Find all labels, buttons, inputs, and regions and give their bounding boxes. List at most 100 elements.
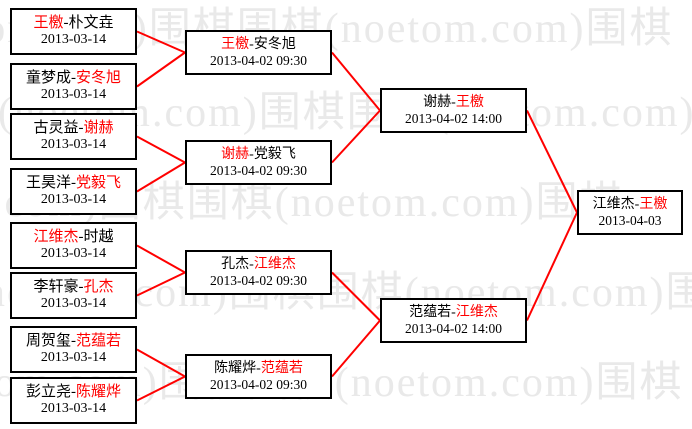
bracket-link xyxy=(136,348,186,378)
player-loser: 党毅飞 xyxy=(253,147,296,163)
bracket-link xyxy=(526,212,578,321)
match-players: 江维杰-时越 xyxy=(33,229,113,246)
player-loser: 李轩豪 xyxy=(33,279,79,296)
match-date: 2013-03-14 xyxy=(40,137,107,153)
match-players: 江维杰-王檄 xyxy=(593,197,668,213)
player-separator: - xyxy=(256,361,261,377)
player-winner: 江维杰 xyxy=(253,257,296,273)
match-date: 2013-04-02 14:00 xyxy=(404,110,503,126)
player-winner: 江维杰 xyxy=(455,305,498,321)
player-loser: 安冬旭 xyxy=(253,37,296,53)
match-date: 2013-03-14 xyxy=(40,32,107,48)
player-winner: 江维杰 xyxy=(33,229,79,246)
player-winner: 王檄 xyxy=(221,37,250,53)
match-date: 2013-04-03 xyxy=(598,212,662,228)
bracket-link xyxy=(526,110,578,213)
match-players: 周贺玺-范蕴若 xyxy=(26,333,121,350)
player-separator: - xyxy=(249,37,254,53)
player-winner: 范蕴若 xyxy=(76,333,122,350)
player-loser: 古灵益 xyxy=(33,120,79,137)
bracket-link xyxy=(136,51,186,88)
match-date: 2013-04-02 09:30 xyxy=(209,162,308,178)
match-date: 2013-04-02 09:30 xyxy=(209,52,308,68)
match-players: 陈耀烨-范蕴若 xyxy=(214,361,303,377)
player-loser: 王昊洋 xyxy=(25,175,71,192)
player-separator: - xyxy=(451,95,456,111)
match-date: 2013-03-14 xyxy=(40,401,107,417)
player-separator: - xyxy=(78,279,84,296)
player-separator: - xyxy=(71,384,76,401)
match-players: 古灵益-谢赫 xyxy=(33,120,113,137)
match-players: 孔杰-江维杰 xyxy=(221,257,296,273)
bracket-link xyxy=(331,51,381,112)
match-date: 2013-03-14 xyxy=(40,87,107,103)
player-separator: - xyxy=(634,197,640,213)
player-loser: 时越 xyxy=(83,229,114,246)
match-players: 王昊洋-党毅飞 xyxy=(26,175,121,192)
match-date: 2013-04-02 14:00 xyxy=(404,320,503,336)
player-winner: 王檄 xyxy=(33,15,64,32)
player-separator: - xyxy=(71,333,76,350)
match-players: 王檄-朴文垚 xyxy=(33,15,113,32)
player-loser: 陈耀烨 xyxy=(214,361,257,377)
match-date: 2013-03-14 xyxy=(40,350,107,366)
player-loser: 朴文垚 xyxy=(68,15,114,32)
player-winner: 王檄 xyxy=(455,95,484,111)
bracket-link xyxy=(136,271,186,297)
match-date: 2013-03-14 xyxy=(40,296,107,312)
player-separator: - xyxy=(451,305,456,321)
match-players: 彭立尧-陈耀烨 xyxy=(26,384,121,401)
bracket-link xyxy=(136,161,186,193)
player-winner: 安冬旭 xyxy=(76,70,122,87)
player-separator: - xyxy=(78,229,84,246)
bracket-link xyxy=(136,375,186,402)
player-loser: 江维杰 xyxy=(592,197,635,213)
bracket-link xyxy=(331,271,381,322)
player-winner: 谢赫 xyxy=(221,147,250,163)
player-winner: 范蕴若 xyxy=(260,361,303,377)
match-players: 谢赫-王檄 xyxy=(423,95,484,111)
player-winner: 陈耀烨 xyxy=(76,384,122,401)
player-loser: 周贺玺 xyxy=(25,333,71,350)
match-players: 王檄-安冬旭 xyxy=(221,37,296,53)
bracket-link xyxy=(136,30,186,54)
match-players: 李轩豪-孔杰 xyxy=(33,279,113,296)
player-winner: 孔杰 xyxy=(83,279,114,296)
player-separator: - xyxy=(71,70,76,87)
bracket-link xyxy=(136,135,186,164)
match-players: 谢赫-党毅飞 xyxy=(221,147,296,163)
player-separator: - xyxy=(63,15,69,32)
match-date: 2013-04-02 09:30 xyxy=(209,376,308,392)
match-players: 范蕴若-江维杰 xyxy=(409,305,498,321)
bracket-link xyxy=(331,109,381,164)
player-separator: - xyxy=(71,175,76,192)
match-date: 2013-03-14 xyxy=(40,192,107,208)
player-loser: 范蕴若 xyxy=(409,305,452,321)
player-separator: - xyxy=(249,147,254,163)
player-winner: 谢赫 xyxy=(83,120,114,137)
match-players: 童梦成-安冬旭 xyxy=(26,70,121,87)
bracket-link xyxy=(331,319,381,378)
bracket-link xyxy=(136,244,186,274)
player-separator: - xyxy=(249,257,254,273)
player-loser: 彭立尧 xyxy=(25,384,71,401)
player-loser: 谢赫 xyxy=(423,95,452,111)
player-winner: 党毅飞 xyxy=(76,175,122,192)
